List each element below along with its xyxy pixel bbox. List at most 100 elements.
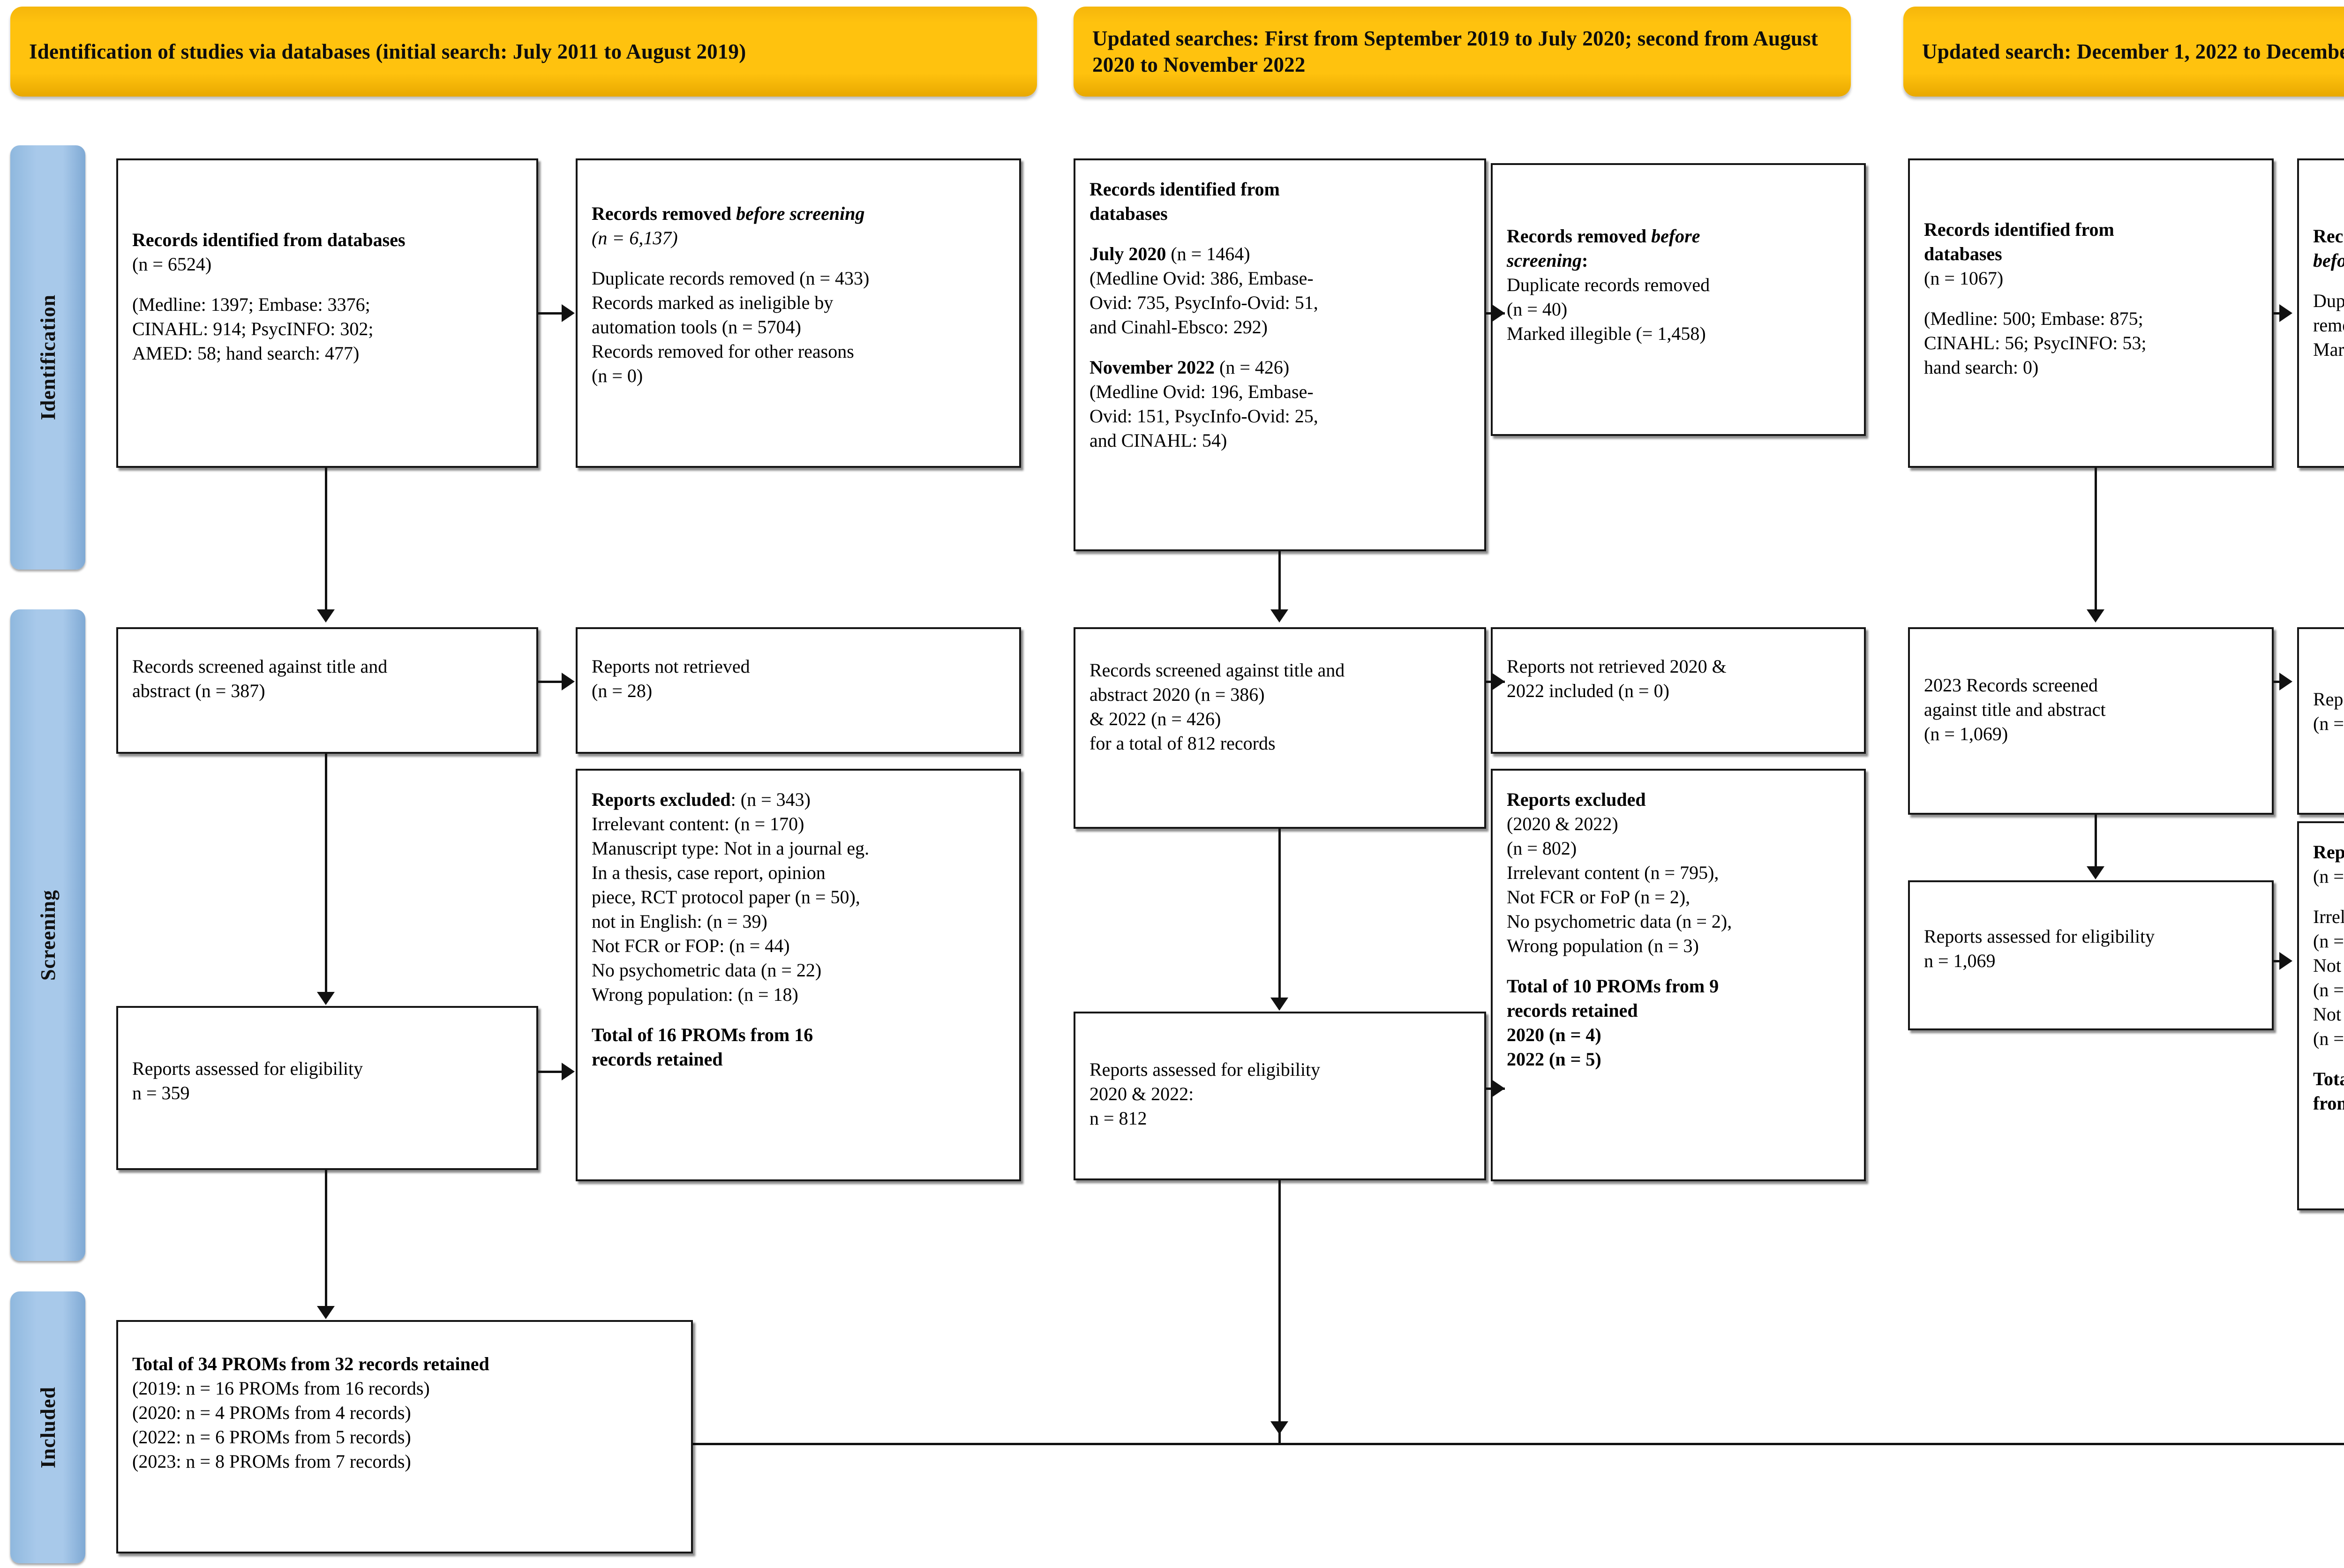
col1-reports-not-retrieved-line-1: Reports not retrieved bbox=[592, 656, 750, 677]
col2-records-screened-line-3: & 2022 (n = 426) bbox=[1089, 708, 1221, 729]
phase-tab-screening-label: Screening bbox=[36, 890, 60, 981]
col3-arrowhead-screened-to-notretrieved bbox=[2279, 673, 2292, 690]
col2-records-identified-july-3: and Cinahl-Ebsco: 292) bbox=[1089, 316, 1268, 338]
col1-records-identified-detail-3: AMED: 58; hand search: 477) bbox=[132, 343, 360, 364]
col1-records-removed-n: (n = 6,137) bbox=[592, 227, 678, 248]
col1-arrowhead-screened-to-notretrieved bbox=[562, 673, 575, 690]
included-horizontal-bus bbox=[563, 1443, 2344, 1445]
col3-eligibility-box: Reports assessed for eligibility n = 1,0… bbox=[1908, 880, 2274, 1030]
col1-reports-excluded-box: Reports excluded: (n = 343) Irrelevant c… bbox=[576, 769, 1021, 1181]
col2-records-removed-title-2: screening: bbox=[1507, 250, 1588, 271]
col2-records-identified-title-1: Records identified from bbox=[1089, 179, 1280, 200]
col3-arrowhead-screened-to-eligibility bbox=[2087, 866, 2104, 879]
col2-reports-excluded-title: Reports excluded bbox=[1507, 789, 1646, 810]
col1-records-removed-line-5: (n = 0) bbox=[592, 365, 643, 386]
col3-records-identified-title-1: Records identified from bbox=[1924, 219, 2114, 240]
col1-connector-identified-to-screened bbox=[325, 468, 327, 614]
col1-arrowhead-eligibility-to-excluded bbox=[562, 1063, 575, 1080]
col3-connector-screened-to-eligibility bbox=[2095, 815, 2097, 871]
col1-connector-screened-to-notretrieved bbox=[538, 681, 563, 683]
col2-eligibility-line-1: Reports assessed for eligibility bbox=[1089, 1059, 1321, 1080]
col2-reports-excluded-total-1: Total of 10 PROMs from 9 bbox=[1507, 975, 1719, 997]
col2-reports-excluded-line-4: Not FCR or FoP (n = 2), bbox=[1507, 886, 1690, 908]
col3-records-identified-detail-2: CINAHL: 56; PsycINFO: 53; bbox=[1924, 332, 2147, 353]
col3-records-screened-line-1: 2023 Records screened bbox=[1924, 675, 2098, 696]
col2-reports-not-retrieved-line-2: 2022 included (n = 0) bbox=[1507, 680, 1669, 701]
col2-arrowhead-screened-to-notretrieved bbox=[1492, 673, 1505, 690]
col1-eligibility-line-1: Reports assessed for eligibility bbox=[132, 1058, 363, 1079]
col3-records-identified-title-2: databases bbox=[1924, 243, 2002, 264]
col1-reports-not-retrieved-box: Reports not retrieved (n = 28) bbox=[576, 627, 1021, 754]
phase-tab-identification-label: Identification bbox=[36, 294, 60, 420]
included-line-2020: (2020: n = 4 PROMs from 4 records) bbox=[132, 1402, 411, 1423]
col1-connector-eligibility-to-excluded bbox=[538, 1071, 563, 1073]
col1-records-removed-line-2: Records marked as ineligible by bbox=[592, 292, 834, 313]
col2-records-identified-july: July 2020 (n = 1464) bbox=[1089, 243, 1250, 264]
col2-eligibility-box: Reports assessed for eligibility 2020 & … bbox=[1074, 1012, 1486, 1180]
col3-connector-identified-to-screened bbox=[2095, 468, 2097, 614]
col2-records-removed-title-1: Records removed before bbox=[1507, 225, 1700, 247]
col1-records-screened-line-2: abstract (n = 387) bbox=[132, 680, 265, 701]
col3-records-removed-box: Records removed before screening: Duplic… bbox=[2297, 158, 2344, 468]
col3-reports-not-retrieved-line-1: Reports not retrieved bbox=[2313, 689, 2344, 710]
col2-records-identified-july-2: Ovid: 735, PsycInfo-Ovid: 51, bbox=[1089, 292, 1318, 313]
col2-reports-excluded-total-2: records retained bbox=[1507, 1000, 1638, 1021]
col2-connector-identified-to-screened bbox=[1278, 551, 1281, 614]
included-total-box: Total of 34 PROMs from 32 records retain… bbox=[116, 1320, 693, 1553]
col1-reports-excluded-line-8: Wrong population: (n = 18) bbox=[592, 984, 798, 1005]
col3-records-identified-n: (n = 1067) bbox=[1924, 268, 2004, 289]
col3-records-screened-line-2: against title and abstract bbox=[1924, 699, 2106, 720]
col2-reports-not-retrieved-line-1: Reports not retrieved 2020 & bbox=[1507, 656, 1727, 677]
col1-reports-not-retrieved-line-2: (n = 28) bbox=[592, 680, 653, 701]
col2-connector-to-included bbox=[1278, 1180, 1281, 1443]
col3-reports-excluded-total-2: from 7 records bbox=[2313, 1093, 2344, 1114]
col1-reports-excluded-total-2: records retained bbox=[592, 1049, 723, 1070]
col1-reports-excluded-line-6: Not FCR or FOP: (n = 44) bbox=[592, 935, 790, 956]
col3-reports-excluded-line-6: (n = 1) bbox=[2313, 1028, 2344, 1049]
col1-reports-excluded-title: Reports excluded: (n = 343) bbox=[592, 789, 811, 810]
col3-eligibility-line-1: Reports assessed for eligibility bbox=[1924, 926, 2155, 947]
col3-reports-excluded-n: (n = 1,063) bbox=[2313, 866, 2344, 887]
col1-arrowhead-identified-to-removed bbox=[562, 304, 575, 322]
col1-eligibility-box: Reports assessed for eligibility n = 359 bbox=[116, 1006, 538, 1170]
col3-records-removed-line-1: Duplicate records bbox=[2313, 290, 2344, 311]
col2-records-removed-line-3: Marked illegible (= 1,458) bbox=[1507, 323, 1706, 344]
col1-arrowhead-identified-to-screened bbox=[317, 609, 335, 623]
banner-initial-search-label: Identification of studies via databases … bbox=[29, 39, 746, 63]
col1-reports-excluded-line-4: piece, RCT protocol paper (n = 50), bbox=[592, 886, 860, 908]
col3-reports-excluded-line-5: Not in English bbox=[2313, 1004, 2344, 1025]
col3-reports-excluded-line-3: Not Cancer population bbox=[2313, 955, 2344, 976]
col1-records-identified-n: (n = 6524) bbox=[132, 254, 212, 275]
col1-records-screened-box: Records screened against title and abstr… bbox=[116, 627, 538, 754]
col2-reports-excluded-total-4: 2022 (n = 5) bbox=[1507, 1049, 1601, 1070]
col3-arrowhead-identified-to-screened bbox=[2087, 609, 2104, 623]
included-line-2023: (2023: n = 8 PROMs from 7 records) bbox=[132, 1451, 411, 1472]
phase-tab-included: Included bbox=[10, 1291, 85, 1563]
col2-records-screened-line-2: abstract 2020 (n = 386) bbox=[1089, 684, 1265, 705]
col3-records-removed-line-3: Marked illegible (n = 0) bbox=[2313, 339, 2344, 360]
col3-records-screened-box: 2023 Records screened against title and … bbox=[1908, 627, 2274, 815]
col1-connector-identified-to-removed bbox=[538, 312, 563, 315]
col3-reports-excluded-line-1: Irrelevant content bbox=[2313, 906, 2344, 927]
banner-updated-search-2023-label: Updated search: December 1, 2022 to Dece… bbox=[1922, 39, 2344, 63]
col1-reports-excluded-line-2: Manuscript type: Not in a journal eg. bbox=[592, 838, 870, 859]
col1-arrowhead-screened-to-eligibility bbox=[317, 992, 335, 1005]
col1-connector-eligibility-to-included bbox=[325, 1170, 327, 1311]
col3-eligibility-line-2: n = 1,069 bbox=[1924, 950, 1996, 971]
col1-records-removed-line-1: Duplicate records removed (n = 433) bbox=[592, 268, 870, 289]
col3-records-removed-title-2: before screening: bbox=[2313, 250, 2344, 271]
col2-reports-excluded-line-2: (n = 802) bbox=[1507, 838, 1577, 859]
col3-arrowhead-identified-to-removed bbox=[2279, 304, 2292, 322]
col2-eligibility-line-3: n = 812 bbox=[1089, 1108, 1147, 1129]
col3-arrowhead-eligibility-to-excluded bbox=[2279, 952, 2292, 970]
col1-records-identified-box: Records identified from databases (n = 6… bbox=[116, 158, 538, 468]
col2-connector-screened-to-eligibility bbox=[1278, 829, 1281, 1002]
included-total-title: Total of 34 PROMs from 32 records retain… bbox=[132, 1353, 489, 1374]
col1-records-removed-box: Records removed before screening (n = 6,… bbox=[576, 158, 1021, 468]
col3-reports-excluded-title: Reports excluded: bbox=[2313, 841, 2344, 863]
col3-records-identified-detail-1: (Medline: 500; Embase: 875; bbox=[1924, 308, 2143, 329]
col2-reports-excluded-line-5: No psychometric data (n = 2), bbox=[1507, 911, 1732, 932]
col1-records-identified-detail-1: (Medline: 1397; Embase: 3376; bbox=[132, 294, 370, 315]
phase-tab-identification: Identification bbox=[10, 145, 85, 570]
col2-reports-excluded-total-3: 2020 (n = 4) bbox=[1507, 1024, 1601, 1045]
